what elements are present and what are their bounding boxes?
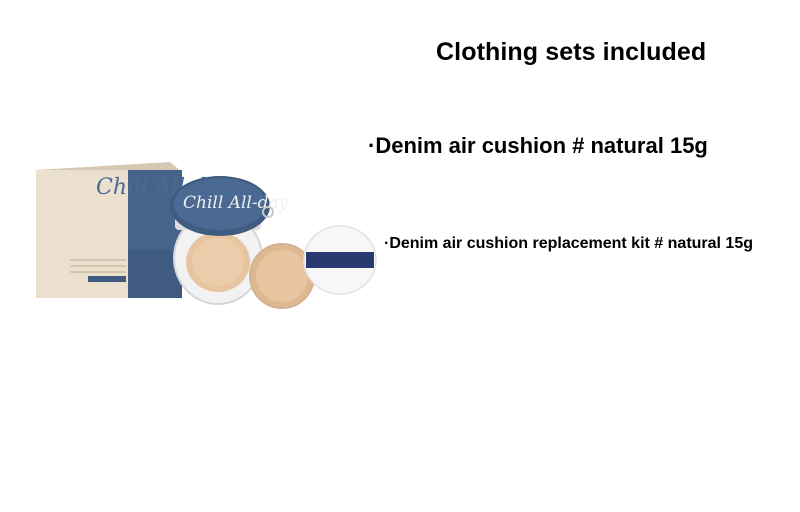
included-item-refill: ·Denim air cushion replacement kit # nat… [384, 235, 753, 252]
cushion-compact: Chill All-day [170, 176, 289, 305]
included-item-cushion: ·Denim air cushion # natural 15g [368, 133, 708, 158]
cushion-puff [303, 225, 377, 295]
section-title: Clothing sets included [436, 38, 707, 66]
product-image: Chill All-day Chill All-day [30, 160, 380, 310]
lid-script-text: Chill All-day [183, 193, 289, 213]
cushion-refill [249, 243, 315, 309]
